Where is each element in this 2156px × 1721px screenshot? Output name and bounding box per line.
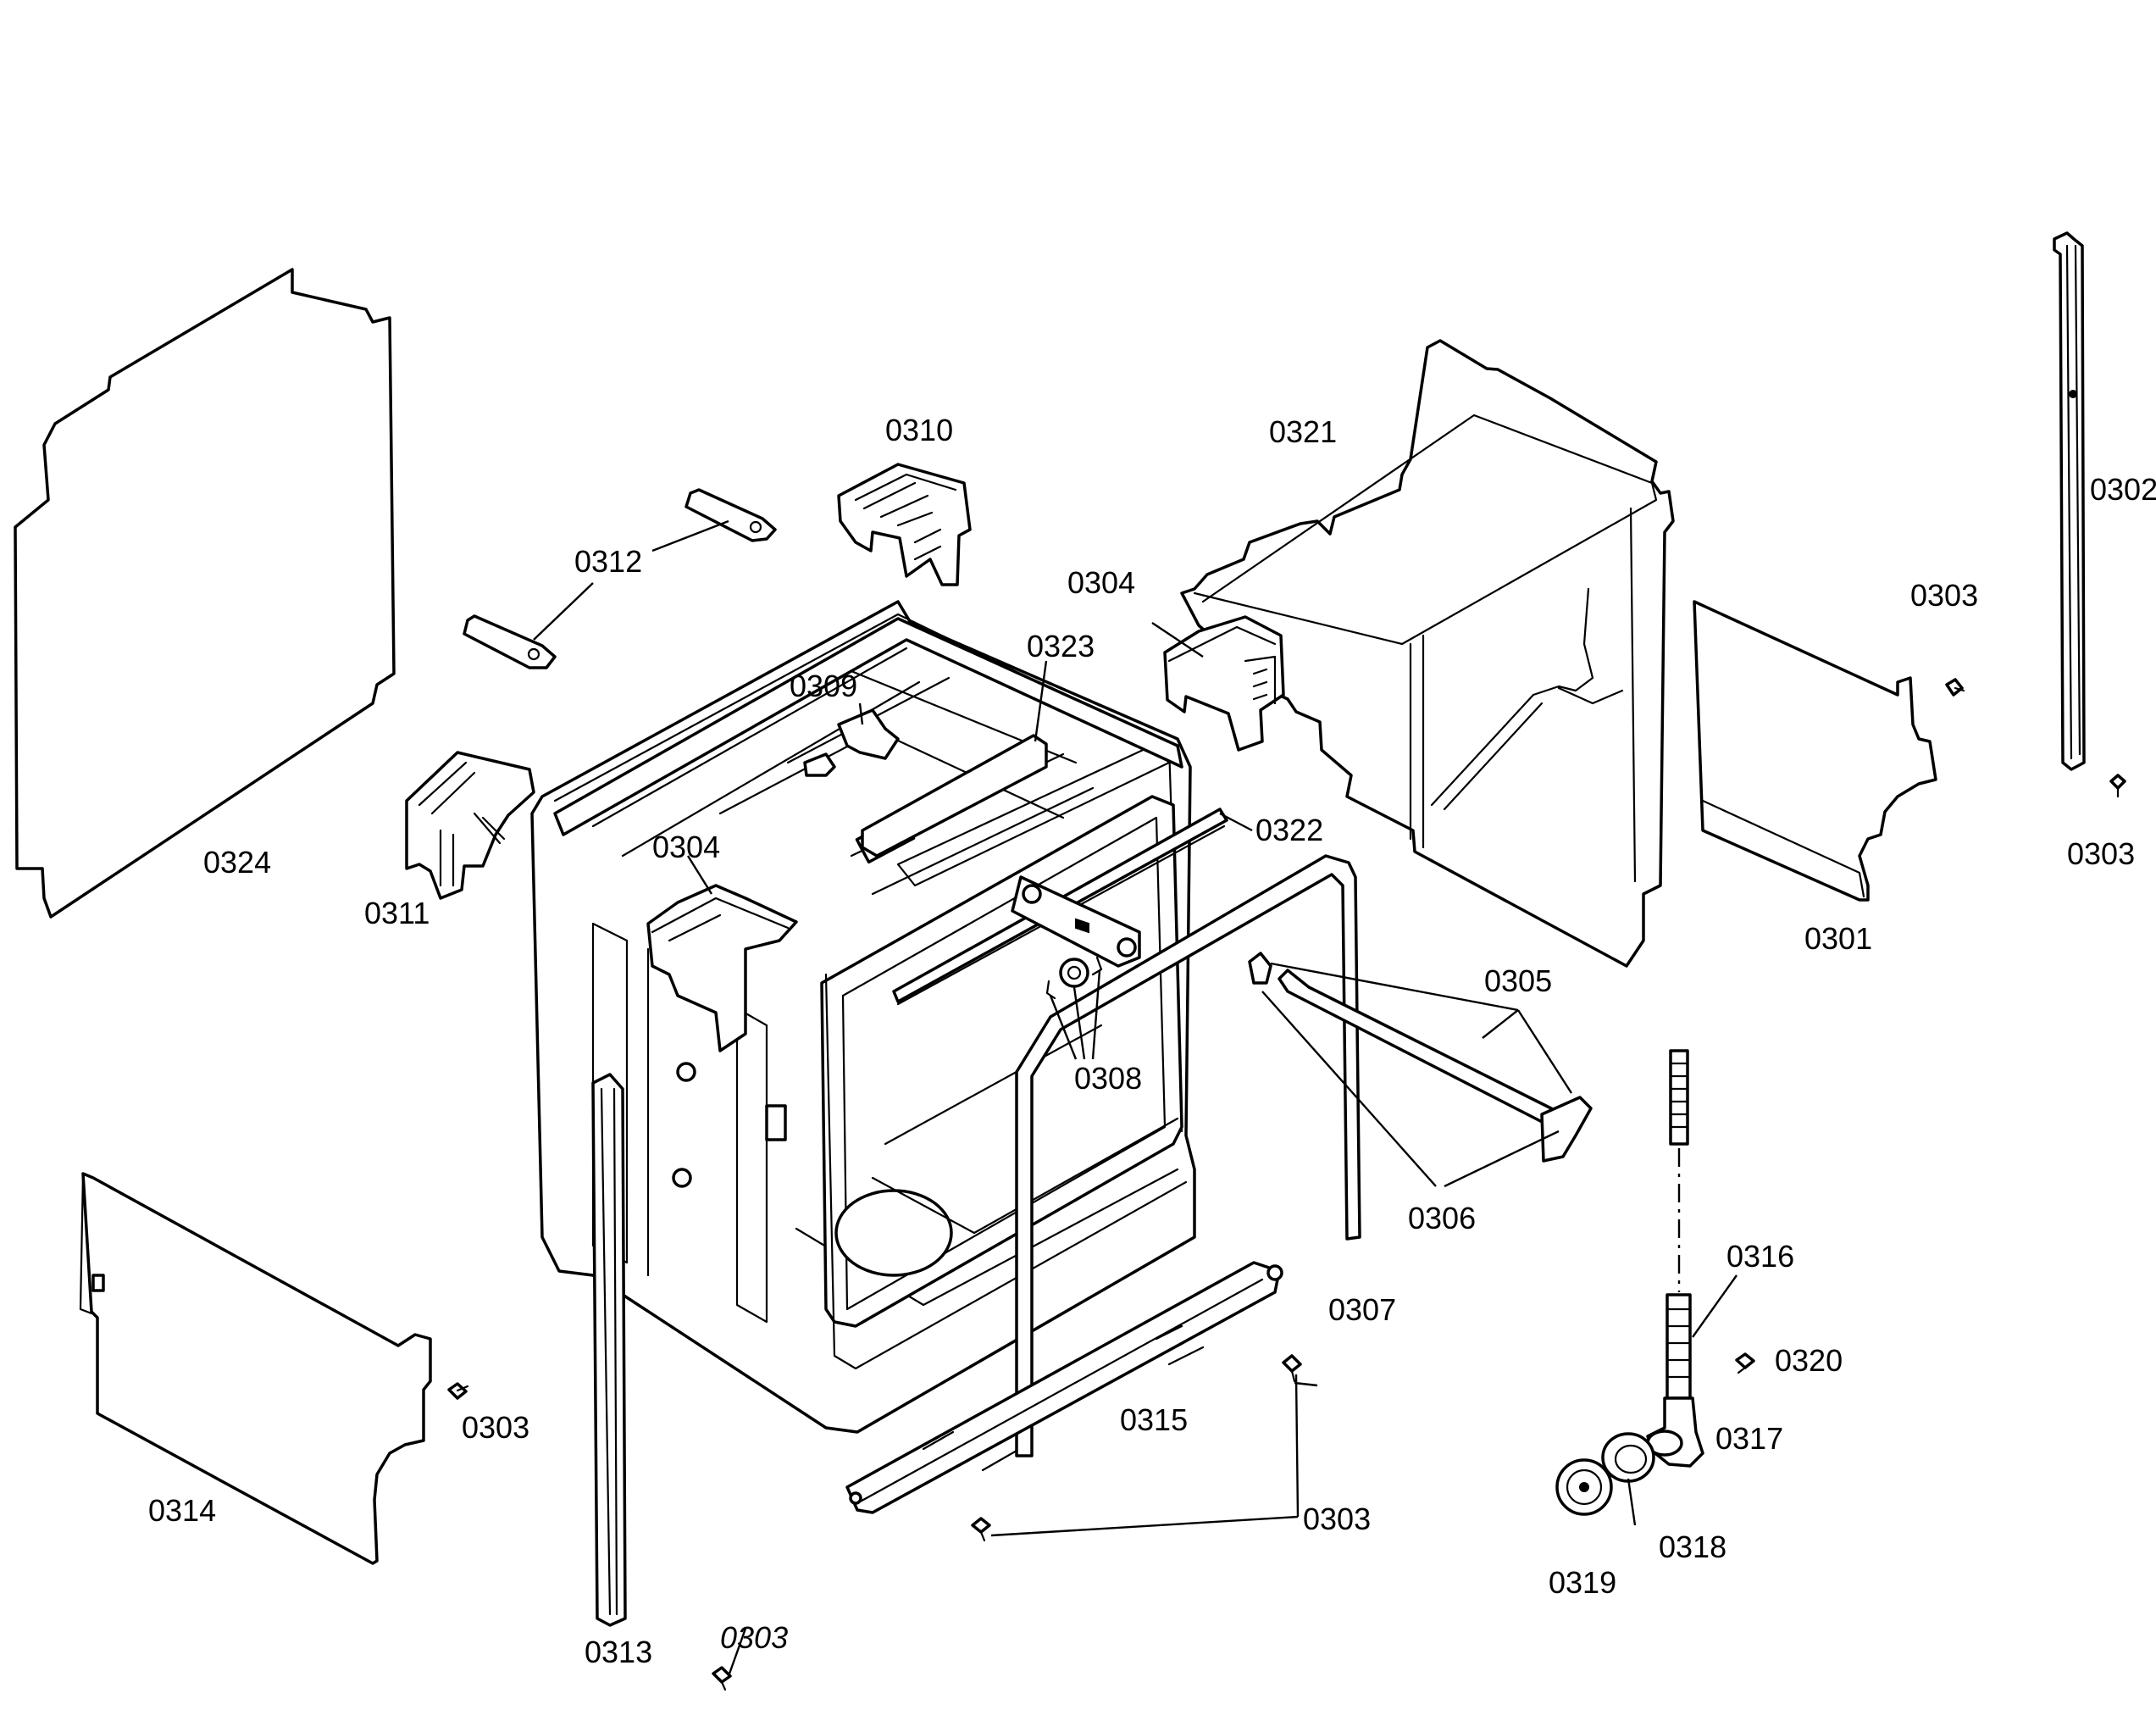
label-0307: 0307 — [1328, 1292, 1396, 1327]
label-0312: 0312 — [574, 544, 642, 579]
part-0317-elbow[interactable] — [1646, 1396, 1704, 1468]
label-0318: 0318 — [1659, 1529, 1726, 1564]
part-0321-cover[interactable] — [1180, 339, 1675, 968]
part-0304-bracket-right[interactable] — [1163, 615, 1285, 752]
part-0312-clip-lower[interactable] — [463, 614, 557, 669]
label-0314: 0314 — [148, 1493, 216, 1528]
label-0306: 0306 — [1408, 1201, 1476, 1235]
label-0315: 0315 — [1120, 1402, 1188, 1437]
part-0315-base-strip[interactable] — [845, 1261, 1283, 1514]
leader-lines — [533, 519, 1738, 1677]
label-0304-upper: 0304 — [1067, 565, 1135, 600]
label-0301: 0301 — [1804, 921, 1872, 956]
part-0314-front-panel[interactable] — [79, 1172, 432, 1565]
part-0305-arm[interactable] — [1248, 952, 1593, 1163]
part-0309-clip[interactable] — [837, 708, 900, 760]
label-0303-b: 0303 — [2067, 836, 2135, 871]
part-0318-ring[interactable] — [1601, 1432, 1655, 1483]
part-0303-screws[interactable] — [447, 678, 2126, 1691]
part-0307-seal[interactable] — [1015, 854, 1361, 1457]
part-0310-bracket[interactable] — [837, 463, 972, 586]
label-0303-d: 0303 — [462, 1410, 529, 1445]
part-0323-strip[interactable] — [861, 734, 1048, 858]
part-hinge-plate[interactable] — [1011, 875, 1141, 968]
label-0317: 0317 — [1715, 1421, 1783, 1456]
part-0302-trim[interactable] — [2053, 231, 2086, 771]
label-0310: 0310 — [885, 413, 953, 447]
part-labels: 0324 0312 0310 0311 0309 0323 0304 0304 … — [148, 413, 2156, 1669]
part-0313-trim[interactable] — [591, 1073, 627, 1627]
part-0301-panel[interactable] — [1693, 600, 1937, 902]
label-0322: 0322 — [1255, 813, 1323, 847]
label-0302: 0302 — [2090, 472, 2156, 507]
part-0319-cap[interactable] — [1555, 1458, 1613, 1516]
label-0303-a: 0303 — [1910, 578, 1978, 613]
label-0313: 0313 — [585, 1635, 652, 1669]
part-0304-bracket-left[interactable] — [646, 884, 798, 1052]
label-0324: 0324 — [203, 845, 271, 880]
label-0316: 0316 — [1726, 1239, 1794, 1274]
label-0311: 0311 — [364, 896, 430, 930]
label-0319: 0319 — [1549, 1565, 1616, 1600]
part-0316-hose[interactable] — [1665, 1049, 1692, 1400]
label-0323: 0323 — [1027, 629, 1095, 663]
part-0308-washers[interactable] — [1045, 956, 1103, 1000]
label-0303-e: 0303 — [720, 1620, 788, 1655]
label-0305: 0305 — [1484, 963, 1552, 998]
label-0309: 0309 — [790, 669, 857, 703]
label-0321: 0321 — [1269, 414, 1337, 449]
label-0303-c: 0303 — [1303, 1502, 1371, 1536]
part-0311-bracket[interactable] — [405, 751, 535, 900]
label-0308: 0308 — [1074, 1061, 1142, 1096]
label-0320: 0320 — [1775, 1343, 1843, 1378]
part-0324-side-panel[interactable] — [14, 268, 396, 919]
part-0312-clip-upper[interactable] — [684, 488, 777, 542]
label-0304-lower: 0304 — [652, 830, 720, 864]
